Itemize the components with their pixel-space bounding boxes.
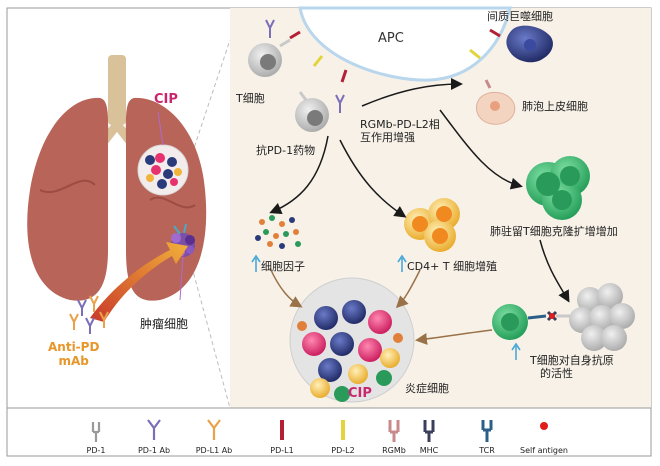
inflammatory-cell-label: 炎症细胞 xyxy=(405,382,449,395)
t-self-line1: T细胞对自身抗原 xyxy=(530,354,614,367)
tumor-pointer-line xyxy=(179,256,184,301)
antibody-delivery-arrow xyxy=(90,242,188,322)
pathway-arrows xyxy=(269,78,570,345)
anti-pd1-drug-label: 抗PD-1药物 xyxy=(256,144,316,157)
antibody-cluster-icon xyxy=(69,295,109,334)
alveolar-epithelial-label: 肺泡上皮细胞 xyxy=(522,100,588,113)
cytokines-cluster xyxy=(255,215,301,249)
resident-t-cell-clones xyxy=(526,156,590,220)
anti-pd-line1: Anti-PD xyxy=(48,340,100,354)
cip-cells-mini xyxy=(145,153,182,189)
legend-label-tcr: TCR xyxy=(479,446,495,455)
alveolar-epithelial-cell xyxy=(476,79,516,125)
apc-surface-ligands xyxy=(289,28,501,83)
legend-icons xyxy=(91,419,548,442)
rgmb-line2: 互作用增强 xyxy=(360,131,415,144)
pdl1-antibody-icon xyxy=(207,419,221,440)
apc-membrane xyxy=(298,6,512,82)
increase-arrows xyxy=(251,254,521,360)
zoom-line-top xyxy=(189,39,231,161)
pd1-antibody-icon xyxy=(147,419,161,440)
pd1-receptor-icon xyxy=(91,422,101,442)
legend-label-pd1: PD-1 xyxy=(86,446,106,455)
tcr-icon xyxy=(481,420,493,442)
legend-label-pd1-ab: PD-1 Ab xyxy=(137,446,171,455)
trm-expansion-label: 肺驻留T细胞克隆扩增增加 xyxy=(490,225,618,238)
legend-label-mhc: MHC xyxy=(419,446,439,455)
cd4-t-cells xyxy=(404,198,460,252)
t-self-line2: 的活性 xyxy=(540,367,573,380)
cd4-proliferation-label: CD4+ T 细胞增殖 xyxy=(407,260,498,273)
self-antigen-icon xyxy=(540,422,548,430)
mhc-icon xyxy=(423,420,435,442)
tumor-cell-label: 肿瘤细胞 xyxy=(140,317,189,331)
left-lung xyxy=(27,97,109,301)
rgmb-line1: RGMb-PD-L2相 xyxy=(360,118,440,131)
trachea xyxy=(108,55,126,125)
rgmb-icon xyxy=(388,420,400,442)
cytokines-label: 细胞因子 xyxy=(261,260,305,273)
t-self-antigen-label: T细胞对自身抗原 的活性 xyxy=(530,354,614,380)
cip-pointer-line xyxy=(157,111,164,146)
interstitial-macrophage xyxy=(506,25,553,63)
legend-label-pdl1-ab: PD-L1 Ab xyxy=(195,446,233,455)
self-tissue-cells xyxy=(569,283,635,351)
anti-pd-label: Anti-PD mAb xyxy=(48,340,99,368)
legend-label-self-antigen: Self antigen xyxy=(520,446,568,455)
t-cell-label: T细胞 xyxy=(236,92,265,105)
cip-inflammation-zoom xyxy=(289,277,415,403)
cip-label-zoom: CIP xyxy=(348,386,372,401)
t-cell-self-antigen-interaction xyxy=(492,304,574,340)
anti-pd-line2: mAb xyxy=(58,354,89,368)
t-cell-with-anti-pd1 xyxy=(295,91,345,132)
legend-label-pdl2: PD-L2 xyxy=(331,446,355,455)
legend-label-rgmb: RGMb xyxy=(382,446,406,455)
rgmb-interaction-label: RGMb-PD-L2相 互作用增强 xyxy=(360,118,440,144)
legend-label-pdl1: PD-L1 xyxy=(270,446,294,455)
lungs-illustration xyxy=(27,55,207,301)
macrophage-label: 间质巨噬细胞 xyxy=(487,10,553,23)
zoom-line-bottom xyxy=(189,259,231,409)
apc-label: APC xyxy=(378,31,404,46)
t-cell-top xyxy=(248,19,291,77)
cip-label-lung: CIP xyxy=(154,92,178,107)
